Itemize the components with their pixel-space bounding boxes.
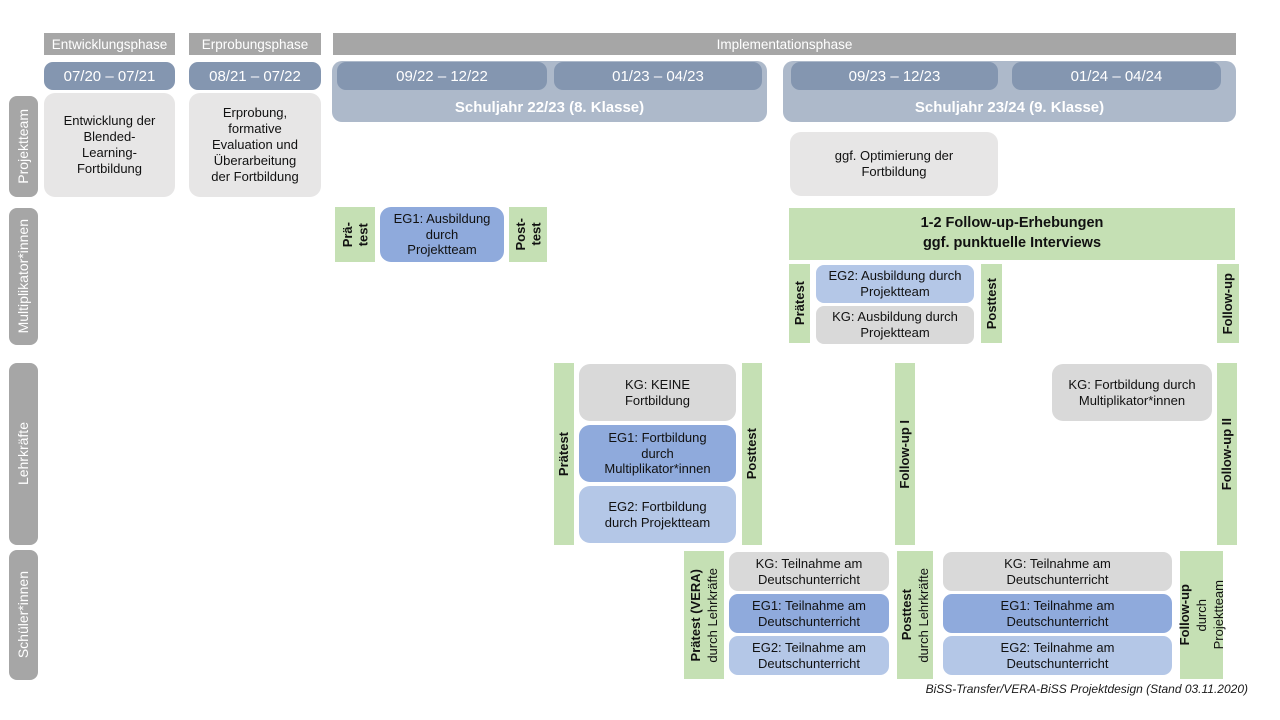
box-eg1-fortbildung-multiplikatoren: EG1: Fortbildung durch Multiplikator*inn… (579, 425, 736, 482)
box-followup-erhebungen: 1-2 Follow-up-Erhebungen ggf. punktuelle… (789, 208, 1235, 260)
box-kg-teilnahme-1: KG: Teilnahme am Deutschunterricht (729, 552, 889, 591)
date-pill-0922-1222: 09/22 – 12/22 (337, 62, 547, 90)
diagram-caption: BiSS-Transfer/VERA-BiSS Projektdesign (S… (925, 682, 1248, 696)
box-eg1-ausbildung-projektteam: EG1: Ausbildung durch Projektteam (380, 207, 504, 262)
box-erprobung-evaluation: Erprobung, formative Evaluation und Über… (189, 93, 321, 197)
bar-praetest2-multiplikatoren: Prätest (789, 264, 810, 343)
bar-posttest-schueler: Posttest durch Lehrkräfte (897, 551, 933, 679)
bar-posttest-multiplikatoren: Post- test (509, 207, 547, 262)
bar-praetest-vera-text: Prätest (VERA) (687, 568, 703, 662)
box-optimierung-fortbildung: ggf. Optimierung der Fortbildung (790, 132, 998, 196)
bar-praetest-multiplikatoren: Prä- test (335, 207, 375, 262)
bar-followup1-lehrkraefte-text: Follow-up I (897, 419, 913, 489)
box-kg-teilnahme-2: KG: Teilnahme am Deutschunterricht (943, 552, 1172, 591)
bar-followup1-lehrkraefte: Follow-up I (895, 363, 915, 545)
bar-posttest-lehrkraefte-text: Posttest (744, 428, 760, 480)
date-pill-0923-1223: 09/23 – 12/23 (791, 62, 998, 90)
bar-posttest2-multiplikatoren: Posttest (981, 264, 1002, 343)
box-eg2-teilnahme-1: EG2: Teilnahme am Deutschunterricht (729, 636, 889, 675)
row-label-multiplikatorinnen-text: Multiplikator*innen (15, 219, 32, 334)
bar-posttest-lehrkraefte: Posttest (742, 363, 762, 545)
bar-praetest2-multiplikatoren-text: Prätest (791, 281, 807, 326)
date-pill-0821-0722: 08/21 – 07/22 (189, 62, 321, 90)
bar-praetest-lehrkraefte-text: Prätest (556, 431, 572, 477)
row-label-projektteam-text: Projektteam (15, 109, 32, 184)
bar-praetest-vera-schueler: Prätest (VERA) durch Lehrkräfte (684, 551, 724, 679)
bar-followup-schueler: Follow-up durch Projektteam (1176, 551, 1227, 679)
bar-praetest-lehrkraefte: Prätest (554, 363, 574, 545)
row-label-schuelerinnen-text: Schüler*innen (15, 571, 32, 659)
box-eg2-fortbildung-projektteam: EG2: Fortbildung durch Projektteam (579, 486, 736, 543)
bar-posttest2-multiplikatoren-text: Posttest (983, 277, 999, 330)
bar-followup-schueler-text: Follow-up (1176, 584, 1192, 646)
bar-followup2-lehrkraefte-text: Follow-up II (1219, 417, 1235, 491)
box-eg2-ausbildung-projektteam: EG2: Ausbildung durch Projektteam (816, 265, 974, 303)
row-label-lehrkraefte: Lehrkräfte (9, 363, 38, 545)
box-kg-keine-fortbildung: KG: KEINE Fortbildung (579, 364, 736, 421)
bar-praetest-vera-durch-text: durch Lehrkräfte (705, 567, 720, 663)
bar-posttest-schueler-text: Posttest (898, 589, 914, 641)
row-label-projektteam: Projektteam (9, 96, 38, 197)
bar-followup-multiplikatoren: Follow-up (1217, 264, 1239, 343)
box-eg1-teilnahme-2: EG1: Teilnahme am Deutschunterricht (943, 594, 1172, 633)
bar-followup-schueler-durch-text: durch (1193, 598, 1209, 632)
phase-erprobungsphase: Erprobungsphase (189, 33, 321, 55)
row-label-schuelerinnen: Schüler*innen (9, 550, 38, 680)
row-label-multiplikatorinnen: Multiplikator*innen (9, 208, 38, 345)
bar-followup-schueler-projektteam-text: Projektteam (1211, 580, 1227, 650)
bar-posttest-multiplikatoren-text: Post- test (512, 218, 543, 251)
row-label-lehrkraefte-text: Lehrkräfte (15, 422, 32, 486)
date-pill-0123-0423: 01/23 – 04/23 (554, 62, 762, 90)
box-eg1-teilnahme-1: EG1: Teilnahme am Deutschunterricht (729, 594, 889, 633)
phase-implementationsphase: Implementationsphase (333, 33, 1236, 55)
bar-followup2-lehrkraefte: Follow-up II (1217, 363, 1237, 545)
phase-entwicklungsphase: Entwicklungsphase (44, 33, 175, 55)
bar-followup-multiplikatoren-text: Follow-up (1220, 272, 1236, 335)
box-kg-fortbildung-multiplikatoren: KG: Fortbildung durch Multiplikator*inne… (1052, 364, 1212, 421)
box-kg-ausbildung-projektteam: KG: Ausbildung durch Projektteam (816, 306, 974, 344)
date-pill-0124-0424: 01/24 – 04/24 (1012, 62, 1221, 90)
bar-praetest-multiplikatoren-text: Prä- test (339, 221, 370, 248)
date-pill-0720-0721: 07/20 – 07/21 (44, 62, 175, 90)
bar-posttest-schueler-durch-text: durch Lehrkräfte (916, 567, 931, 663)
box-eg2-teilnahme-2: EG2: Teilnahme am Deutschunterricht (943, 636, 1172, 675)
box-entwicklung-fortbildung: Entwicklung der Blended- Learning- Fortb… (44, 93, 175, 197)
